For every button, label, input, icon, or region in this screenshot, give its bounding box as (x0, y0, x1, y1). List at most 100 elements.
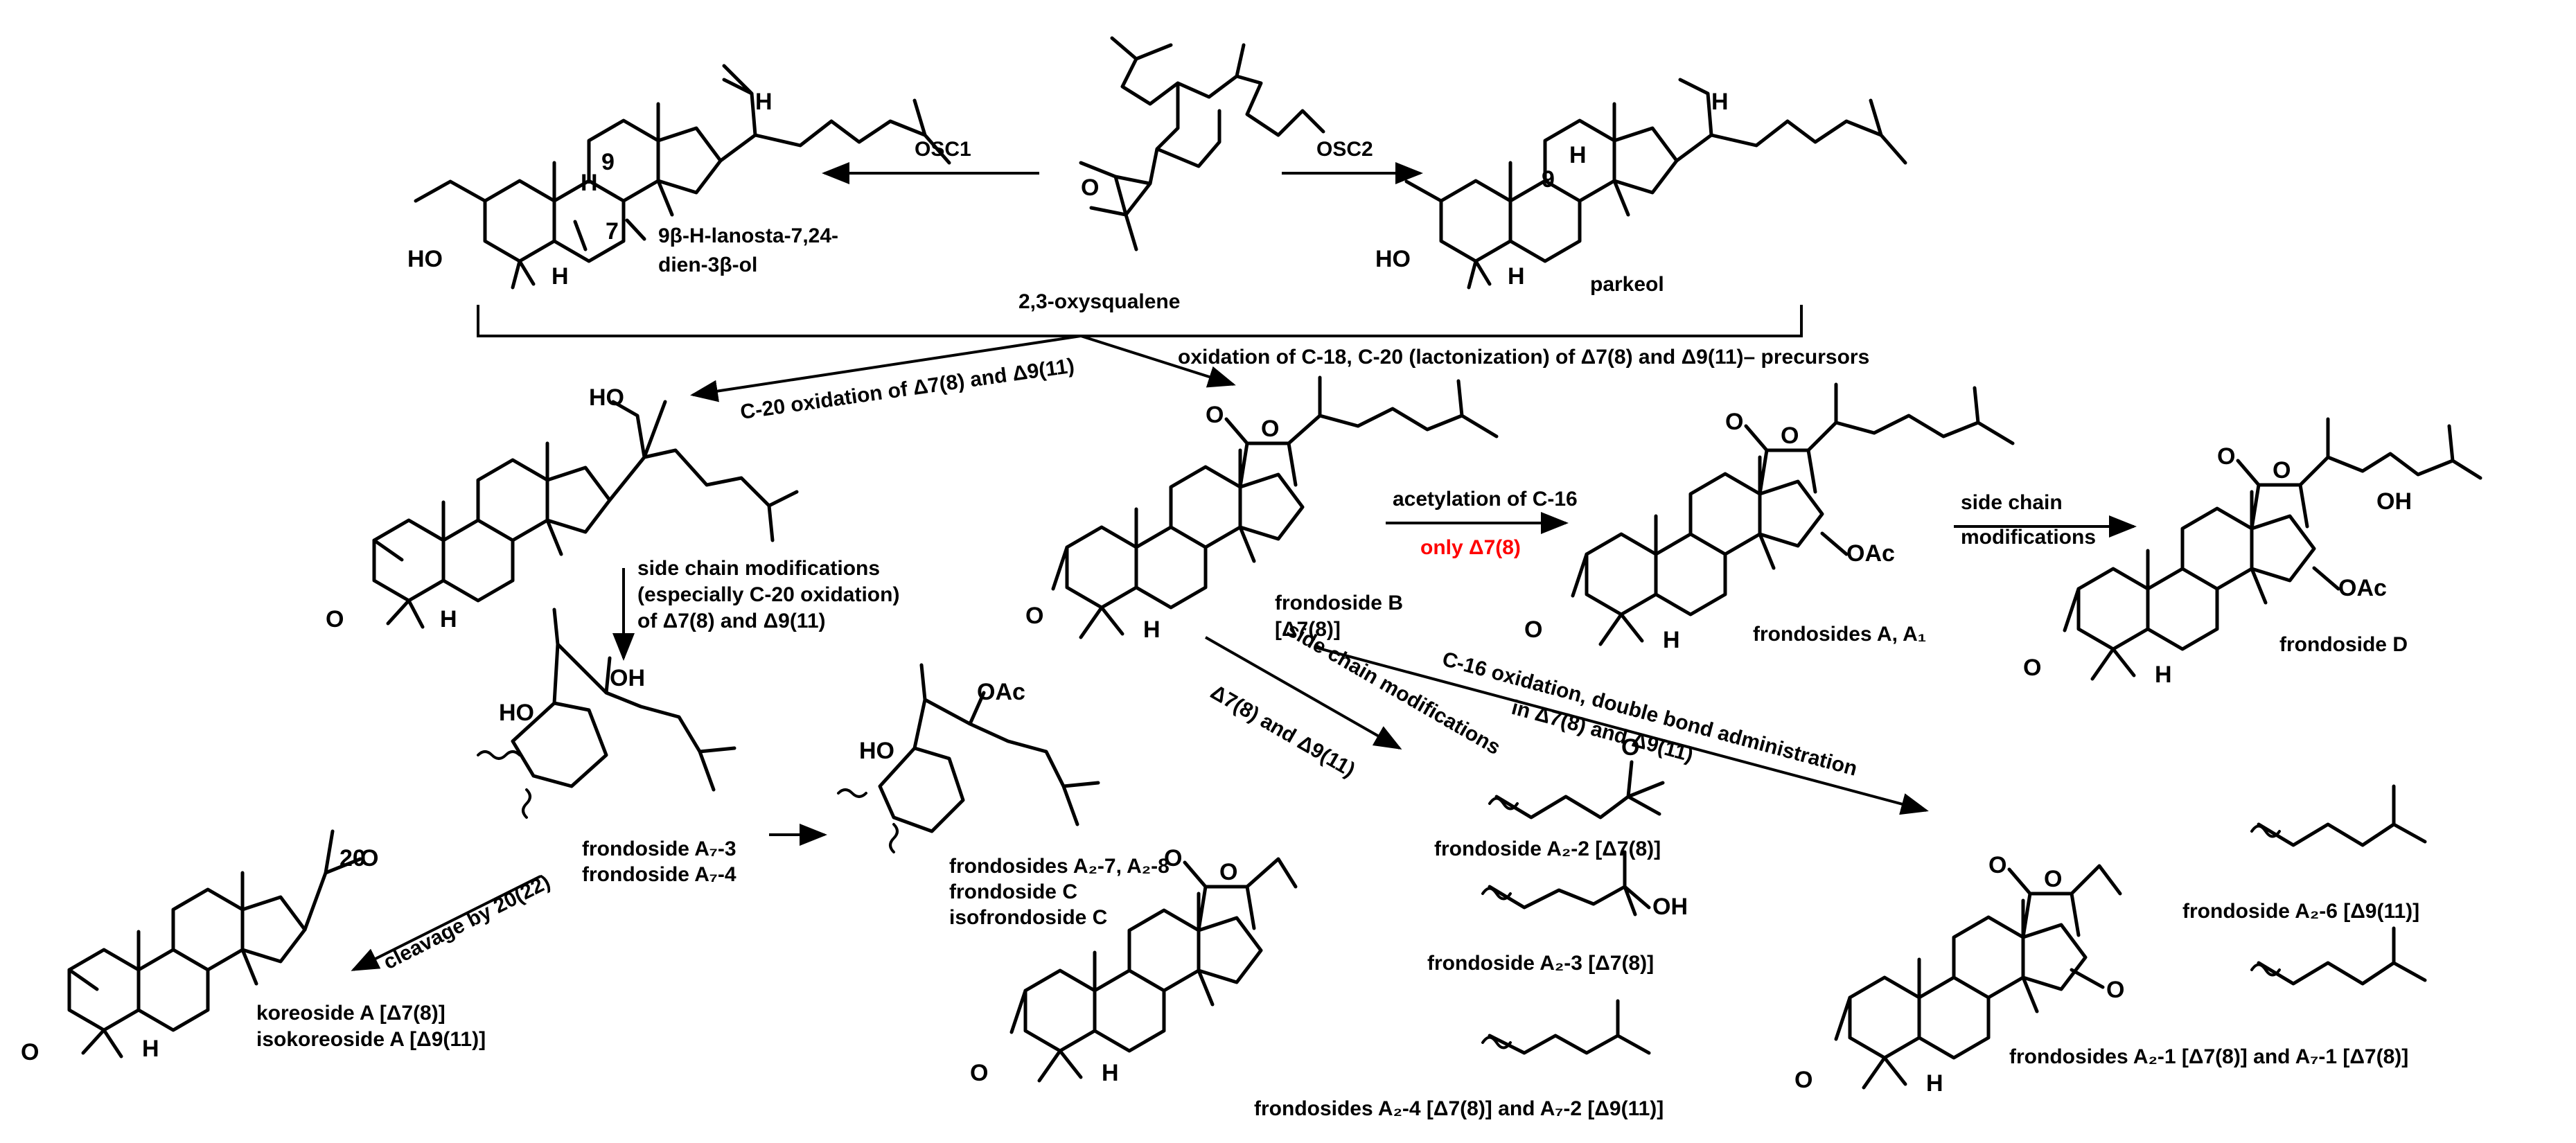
frondosides-a2-7-name-2: frondoside C (949, 880, 1077, 903)
oh-d: OH (2376, 488, 2412, 515)
precursor-bracket (477, 305, 1803, 337)
oxygen-a2-4-carbonyl: O (1164, 845, 1182, 871)
oxygen-koreoside: O (360, 845, 378, 871)
frondoside-a2-3-name: frondoside A₂-3 [Δ7(8)] (1427, 952, 1654, 975)
side-chain-a2-3 (1481, 850, 1651, 916)
frondoside-d-name: frondoside D (2279, 633, 2408, 656)
side-chain-a7-1 (2250, 926, 2427, 986)
frondoside-a7-name-2: frondoside A₇-4 (582, 863, 736, 886)
oxygen-a2-1-ketone: O (2106, 977, 2124, 1003)
oxygen-a2-1-carbonyl: O (1988, 852, 2006, 878)
o-methyl-a2-4: O (970, 1060, 988, 1086)
frondosides-a-name: frondosides A, A₁ (1753, 623, 1926, 646)
number-7-label: 7 (606, 218, 619, 245)
h-label-a2-1: H (1926, 1070, 1943, 1097)
oxygen-d-carbonyl: O (2217, 443, 2235, 470)
oh-a2-3: OH (1652, 894, 1688, 920)
h-label-9: H (581, 170, 598, 196)
ho-label-2: HO (1375, 246, 1411, 272)
lactonization-arrow (1080, 335, 1236, 388)
h-label-parkeol: H (1569, 142, 1587, 168)
h-label-5: H (552, 263, 569, 290)
h-label-parkeol-5: H (1508, 263, 1525, 290)
side-chain-a2-4 (1481, 999, 1651, 1055)
cleavage-arrow (351, 875, 541, 971)
frondosides-a2-4-name: frondosides A₂-4 [Δ7(8)] and A₇-2 [Δ9(11… (1254, 1097, 1664, 1120)
oxygen-b-carbonyl: O (1206, 402, 1224, 428)
ho-label-1: HO (407, 246, 443, 272)
koreoside-structure (67, 829, 362, 1058)
side-chain-mod-2: (especially C-20 oxidation) (637, 583, 899, 606)
side-chain-mod3-arrow (1205, 636, 1402, 750)
koreoside-name-1: koreoside A [Δ7(8)] (256, 1002, 445, 1025)
o-methyl-d: O (2023, 655, 2041, 681)
oxygen-a2-2: O (1621, 734, 1639, 761)
frondoside-a2-6-name: frondoside A₂-6 [Δ9(11)] (2182, 900, 2419, 923)
c20-oxidation-label: C-20 oxidation of Δ7(8) and Δ9(11) (739, 355, 1075, 424)
only-d7-label: only Δ7(8) (1420, 536, 1521, 559)
o-methyl-a: O (1524, 617, 1542, 643)
o-methyl-a2-1: O (1794, 1067, 1812, 1093)
frondoside-a2-4-structure (1009, 857, 1298, 1083)
side-chain-d-label-1: side chain (1961, 491, 2063, 514)
ho-c20-label: HO (589, 384, 624, 411)
c16-oxidation-arrow (1316, 646, 1929, 815)
oac-a: OAc (1846, 540, 1895, 567)
frondoside-b-name-1: frondoside B (1275, 592, 1403, 614)
frondoside-a2-7-fragment (837, 663, 1100, 853)
h-label-a: H (1663, 627, 1680, 653)
osc2-label: OSC2 (1316, 138, 1373, 161)
parkeol-structure (1404, 78, 1907, 290)
number-9-label: 9 (601, 149, 615, 175)
frondoside-a7-fragment (477, 608, 736, 819)
oxygen-d-lactone: O (2273, 457, 2291, 484)
h-label-17: H (755, 89, 773, 115)
lanostadienol-name-1: 9β-H-lanosta-7,24- (658, 224, 838, 247)
koreoside-name-2: isokoreoside A [Δ9(11)] (256, 1028, 486, 1051)
h-label-a2-4: H (1102, 1060, 1119, 1086)
oxysqualene-name: 2,3-oxysqualene (1018, 290, 1180, 313)
acetylation-label: acetylation of C-16 (1393, 488, 1578, 511)
c20-oxidation-arrow (690, 335, 1082, 402)
o-methyl-1: O (326, 606, 344, 632)
frondosides-a2-1-name: frondosides A₂-1 [Δ7(8)] and A₇-1 [Δ7(8)… (2009, 1045, 2408, 1068)
side-chain-a2-2 (1488, 760, 1665, 819)
oac-a2-7: OAc (977, 679, 1025, 705)
o-methyl-koreoside: O (21, 1039, 39, 1065)
oac-d: OAc (2338, 575, 2387, 601)
oxidation-c18-label: oxidation of C-18, C-20 (lactonization) … (1178, 346, 1869, 369)
d7-d9-label: Δ7(8) and Δ9(11) (1207, 680, 1359, 781)
h-label-mid-5: H (440, 606, 457, 632)
parkeol-name: parkeol (1590, 273, 1664, 296)
oxygen-a2-1-lactone: O (2044, 866, 2062, 892)
cleavage-label: cleavage by 20(22) (380, 870, 554, 974)
h-label-d: H (2155, 662, 2172, 688)
c16-oxidation-label-1: C-16 oxidation, double bond administrati… (1440, 648, 1860, 781)
h-label-parkeol-17: H (1711, 89, 1729, 115)
frondosides-a2-7-name-1: frondosides A₂-7, A₂-8 (949, 855, 1170, 878)
side-chain-a2-6 (2250, 784, 2427, 847)
oxygen-a-lactone: O (1781, 423, 1799, 449)
oxygen-b-lactone: O (1261, 416, 1279, 442)
ho-a2-7: HO (859, 738, 894, 764)
oxygen-epoxide: O (1081, 175, 1099, 201)
lanostadienol-structure (414, 64, 951, 290)
o-methyl-b: O (1025, 603, 1043, 629)
number-20-label: 20 (339, 845, 366, 871)
oxygen-a-carbonyl: O (1725, 409, 1743, 435)
frondoside-d-structure (2063, 417, 2482, 681)
oh-a7: OH (610, 665, 645, 691)
h-label-koreoside: H (142, 1036, 159, 1062)
osc1-label: OSC1 (915, 138, 971, 161)
side-chain-mod-1: side chain modifications (637, 557, 880, 580)
frondosides-a-structure (1571, 382, 2015, 646)
c20-hydroxy-steroid (372, 400, 799, 629)
oxysqualene-structure (1079, 36, 1325, 251)
number-9-parkeol: 9 (1542, 166, 1555, 193)
h-label-b: H (1143, 617, 1161, 643)
ho-a7: HO (499, 700, 534, 726)
lanostadienol-name-2: dien-3β-ol (658, 254, 757, 276)
frondosides-a2-7-name-3: isofrondoside C (949, 906, 1107, 929)
oxygen-a2-4-lactone: O (1219, 859, 1237, 885)
